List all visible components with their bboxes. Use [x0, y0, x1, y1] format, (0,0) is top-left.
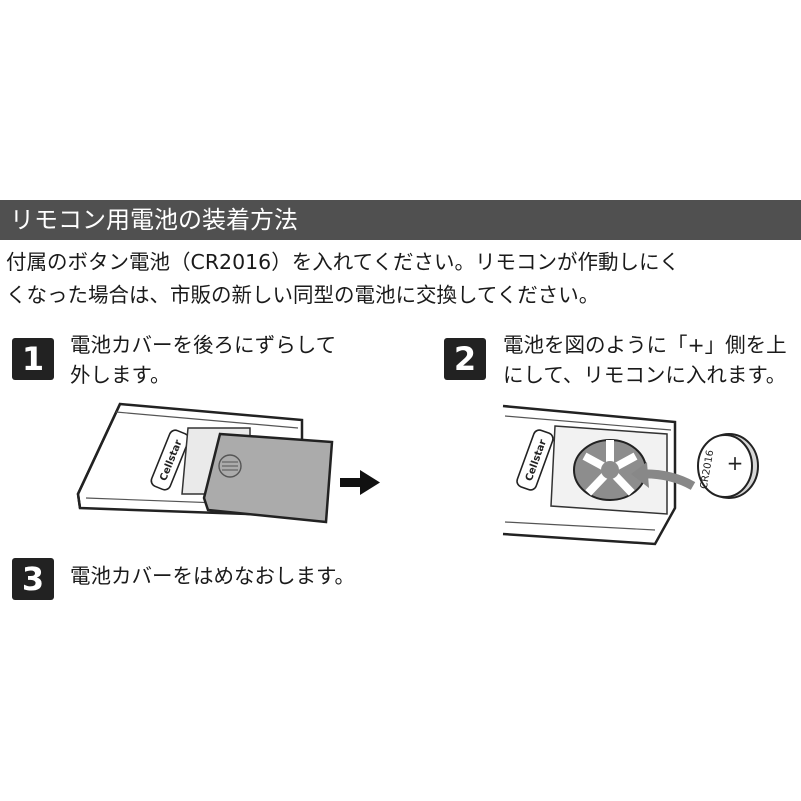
step-1-line-2: 外します。: [70, 363, 171, 387]
step-1-line-1: 電池カバーを後ろにずらして: [70, 333, 337, 357]
intro-text: 付属のボタン電池（CR2016）を入れてください。リモコンが作動しにく くなった…: [6, 246, 796, 312]
section-title: リモコン用電池の装着方法: [0, 200, 801, 240]
coin-battery-icon: CR2016 +: [697, 433, 759, 499]
slide-arrow-icon: [340, 470, 380, 495]
battery-insertion-illustration: Cellstar CR2016 +: [502, 404, 759, 546]
step-2-line-2: にして、リモコンに入れます。: [503, 363, 787, 387]
step-2-line-1: 電池を図のように「+」側を上: [503, 333, 787, 357]
step-1-badge: 1: [12, 338, 54, 380]
step-3-line-1: 電池カバーをはめなおします。: [70, 564, 355, 588]
step-2-badge: 2: [444, 338, 486, 380]
step-3-badge: 3: [12, 558, 54, 600]
step-3-text: 電池カバーをはめなおします。: [70, 561, 355, 591]
intro-line-1: 付属のボタン電池（CR2016）を入れてください。リモコンが作動しにく: [6, 250, 680, 274]
remote-cover-removal-illustration: Cellstar: [76, 402, 380, 524]
svg-text:+: +: [727, 451, 744, 475]
step-2-text: 電池を図のように「+」側を上 にして、リモコンに入れます。: [503, 330, 787, 390]
step-1-text: 電池カバーを後ろにずらして 外します。: [70, 330, 336, 390]
intro-line-2: くなった場合は、市販の新しい同型の電池に交換してください。: [6, 283, 600, 307]
